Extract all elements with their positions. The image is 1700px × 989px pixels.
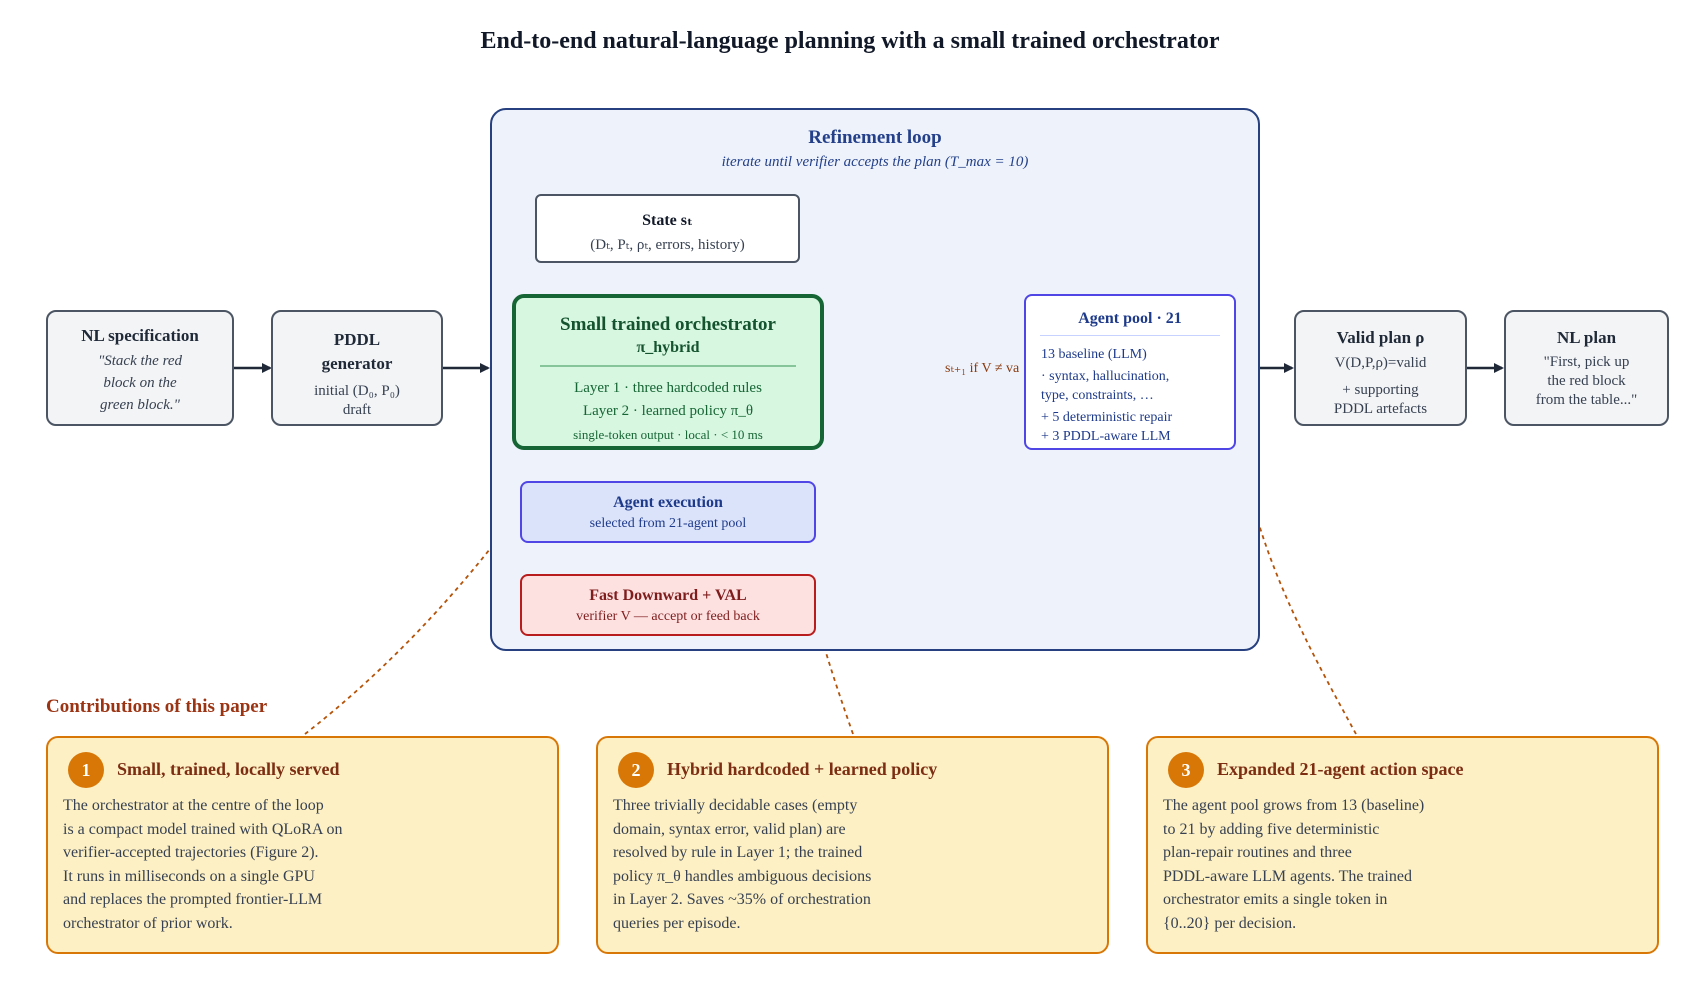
verifier-title: Fast Downward + VAL xyxy=(589,587,747,604)
verifier-box: Fast Downward + VAL verifier V — accept … xyxy=(520,574,816,636)
state-box: State sₜ (Dₜ, Pₜ, ρₜ, errors, history) xyxy=(535,194,800,263)
agent-pool-baseline-detail: · syntax, hallucination, type, constrain… xyxy=(1041,369,1170,403)
orchestrator-title: Small trained orchestrator xyxy=(560,314,776,335)
agent-pool-box: Agent pool · 21 13 baseline (LLM) · synt… xyxy=(1024,294,1236,450)
valid-plan-box: Valid plan ρ V(D,P,ρ)=valid + supporting… xyxy=(1294,310,1467,426)
orchestrator-box: Small trained orchestrator π_hybrid Laye… xyxy=(512,294,824,450)
orchestrator-policy: π_hybrid xyxy=(636,339,700,356)
valid-plan-artefacts: + supporting PDDL artefacts xyxy=(1333,382,1428,417)
pddl-generator-title: PDDL generator xyxy=(321,330,393,373)
nl-plan-box: NL plan "First, pick up the red block fr… xyxy=(1504,310,1669,426)
loop-title: Refinement loop xyxy=(808,127,942,148)
agent-pool-title: Agent pool · 21 xyxy=(1078,310,1182,327)
verifier-detail: verifier V — accept or feed back xyxy=(576,609,760,624)
nl-spec-box: NL specification "Stack the red block on… xyxy=(46,310,234,426)
pddl-generator-initial: initial (D₀, P₀) xyxy=(314,383,400,399)
agent-pool-divider xyxy=(1040,335,1220,336)
contribution-title-3: Expanded 21-agent action space xyxy=(1217,759,1464,779)
agent-pool-pddl-llm: + 3 PDDL-aware LLM xyxy=(1041,429,1171,444)
orchestrator-note: single-token output · local · < 10 ms xyxy=(573,426,763,442)
agent-execution-box: Agent execution selected from 21-agent p… xyxy=(520,481,816,543)
contribution-number-3: 3 xyxy=(1168,752,1204,788)
page-title: End-to-end natural-language planning wit… xyxy=(480,28,1220,54)
contribution-number-1: 1 xyxy=(68,752,104,788)
state-title: State sₜ xyxy=(642,212,693,229)
agent-pool-baseline: 13 baseline (LLM) xyxy=(1041,347,1147,362)
loop-subtitle: iterate until verifier accepts the plan … xyxy=(721,154,1029,170)
contribution-number-2: 2 xyxy=(618,752,654,788)
contribution-body-1: The orchestrator at the centre of the lo… xyxy=(63,797,343,932)
valid-plan-title: Valid plan ρ xyxy=(1336,328,1425,347)
contribution-card-2: 2 Hybrid hardcoded + learned policy Thre… xyxy=(596,736,1109,954)
pddl-generator-draft: draft xyxy=(342,402,372,418)
valid-plan-check: V(D,P,ρ)=valid xyxy=(1334,355,1427,371)
contributions-heading: Contributions of this paper xyxy=(46,696,268,717)
agent-pool-repair: + 5 deterministic repair xyxy=(1041,410,1173,425)
contribution-title-1: Small, trained, locally served xyxy=(117,759,340,779)
state-detail: (Dₜ, Pₜ, ρₜ, errors, history) xyxy=(590,237,745,253)
feedback-label: sₜ₊₁ if V ≠ va xyxy=(945,361,1020,376)
nl-plan-title: NL plan xyxy=(1556,328,1617,347)
orchestrator-layer1: Layer 1 · three hardcoded rules xyxy=(574,379,762,396)
contribution-card-3: 3 Expanded 21-agent action space The age… xyxy=(1146,736,1659,954)
orchestrator-layer2: Layer 2 · learned policy π_θ xyxy=(582,402,754,419)
contribution-title-2: Hybrid hardcoded + learned policy xyxy=(667,759,938,779)
nl-spec-title: NL specification xyxy=(81,326,199,345)
orchestrator-divider xyxy=(540,365,796,367)
contribution-card-1: 1 Small, trained, locally served The orc… xyxy=(46,736,559,954)
nl-plan-text: "First, pick up the red block from the t… xyxy=(1535,354,1638,408)
contribution-body-3: The agent pool grows from 13 (baseline) … xyxy=(1163,797,1425,932)
execution-detail: selected from 21-agent pool xyxy=(589,516,747,531)
pddl-generator-box: PDDL generator initial (D₀, P₀) draft xyxy=(271,310,443,426)
nl-spec-text: "Stack the red block on the green block.… xyxy=(97,353,183,413)
execution-title: Agent execution xyxy=(613,494,723,511)
contribution-body-2: Three trivially decidable cases (empty d… xyxy=(613,797,872,932)
